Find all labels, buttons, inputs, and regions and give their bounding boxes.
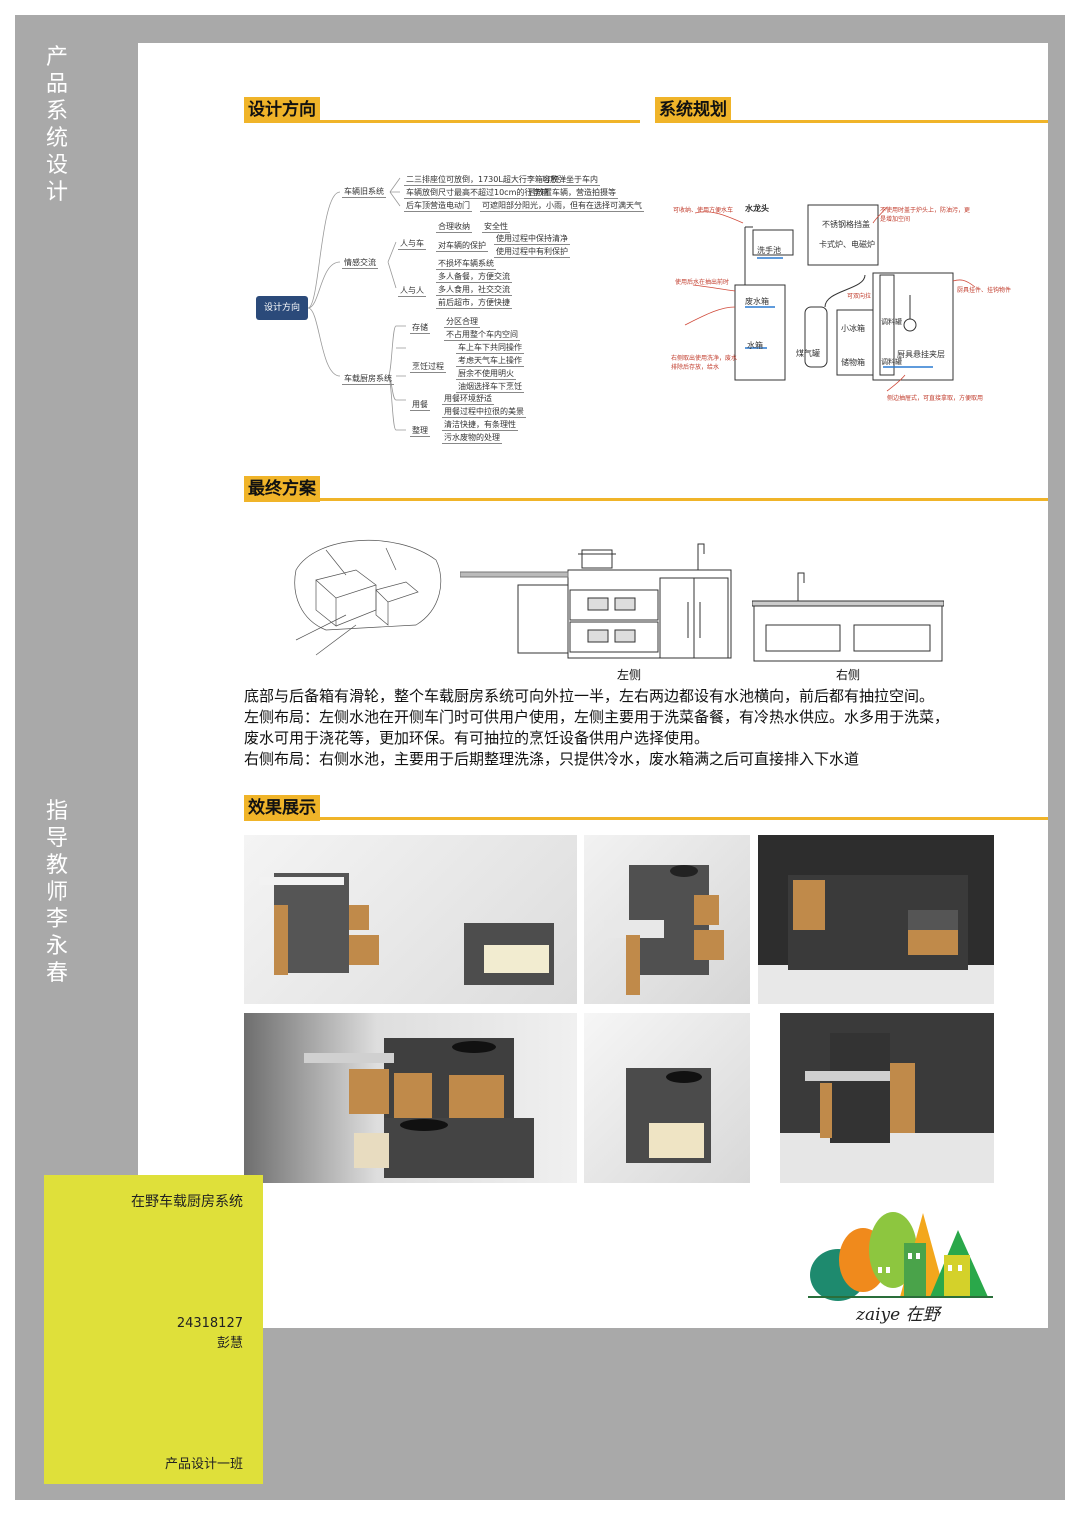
section-title-system-plan: 系统规划 [655, 97, 731, 123]
render-image [244, 835, 577, 1004]
mindmap-leaf: 车辆放倒尺寸最高不超过10cm的行李箱 [404, 188, 551, 199]
render-image [584, 1013, 750, 1183]
final-plan-description: 底部与后备箱有滑轮，整个车载厨房系统可向外拉一半，左右两边都设有水池横向，前后都… [244, 686, 1024, 770]
label-stove: 卡式炉、电磁炉 [819, 240, 875, 249]
vertical-teacher: 指导教师李永春 [45, 799, 68, 986]
system-plan-diagram: 水龙头 洗手池 废水箱 水箱 煤气罐 不锈钢格挡盖 卡式炉、电磁炉 小冰箱 储物… [665, 195, 1011, 415]
note: 不使用时盖于炉头上，防油污，更是增加空间 [880, 207, 971, 223]
mindmap-sub: 烹饪过程 [410, 362, 446, 373]
render-image [584, 835, 750, 1004]
mindmap-leaf: 可遮阳部分阳光，小雨，但有在选择可满天气 [480, 201, 644, 212]
label-faucet: 水龙头 [745, 204, 769, 213]
logo-text: zaiye 在野 [856, 1305, 940, 1325]
mindmap-leaf: 油烟选择车下烹饪 [456, 382, 524, 393]
mindmap-leaf: 合理收纳 [436, 222, 472, 233]
note: 右侧取出使用洗净，废水排除后存放，给水 [671, 355, 738, 371]
mindmap-leaf: 车上车下共同操作 [456, 343, 524, 354]
label-utensil-layer: 厨具悬挂夹层 [897, 350, 945, 359]
mindmap-leaf: 分区合理 [444, 317, 480, 328]
caption-left: 左侧 [617, 668, 642, 682]
paragraph-line: 废水可用于浇花等，更加环保。有可抽拉的烹饪设备供用户选择使用。 [244, 729, 710, 747]
note: 可收纳、使用方便水车 [673, 207, 734, 214]
mindmap-sub: 人与车 [398, 239, 426, 250]
paragraph-line: 右侧布局：右侧水池，主要用于后期整理洗涤，只提供冷水，废水箱满之后可直接排入下水… [244, 750, 860, 768]
section-title-design-direction: 设计方向 [244, 97, 320, 123]
mindmap-leaf: 前后超市，方便快捷 [436, 298, 512, 309]
mindmap-leaf: 不占用整个车内空间 [444, 330, 520, 341]
info-panel: 在野车载厨房系统 24318127 彭慧 产品设计一班 [44, 1175, 263, 1484]
label-storage: 储物箱 [841, 358, 865, 367]
mindmap-sub: 用餐 [410, 400, 430, 411]
drawing-right-side [752, 572, 944, 662]
label-seasoning: 调料罐 [881, 318, 902, 326]
section-title-final-plan: 最终方案 [244, 476, 320, 502]
mindmap-sub: 人与人 [398, 286, 426, 297]
mindmap-branch: 车载厨房系统 [342, 374, 394, 385]
section-underline [244, 817, 1048, 820]
sketch-car-kitchen [294, 539, 442, 656]
mindmap-sub: 整理 [410, 426, 430, 437]
caption-right: 右侧 [836, 668, 861, 682]
mindmap-branch: 车辆旧系统 [342, 187, 386, 198]
render-image [780, 1013, 994, 1183]
mindmap-root: 设计方向 [256, 296, 308, 320]
mindmap-leaf: 多人食用，社交交流 [436, 285, 512, 296]
mindmap-leaf: 后放置车辆，营造拍摄等 [526, 188, 618, 199]
mindmap-leaf: 使用过程中有利保护 [494, 247, 570, 258]
note: 侧边抽屉式，可直接拿取，方便取用 [887, 395, 984, 402]
mindmap-leaf: 考虑天气车上操作 [456, 356, 524, 367]
label-waste-tank: 废水箱 [745, 297, 769, 306]
section-title-effects: 效果展示 [244, 795, 320, 821]
zaiye-logo: zaiye 在野 [808, 1205, 993, 1330]
logo-mark [808, 1212, 993, 1301]
mindmap-leaf: 用餐环境舒适 [442, 394, 494, 405]
mindmap-leaf: 不损坏车辆系统 [436, 259, 496, 270]
mindmap-sub: 存储 [410, 323, 430, 334]
label-washbasin: 洗手池 [757, 246, 781, 255]
mindmap-branch: 情感交流 [342, 258, 378, 269]
mindmap-leaf: 多人备餐，方便交流 [436, 272, 512, 283]
mindmap-leaf: 使用过程中保持清净 [494, 234, 570, 245]
paragraph-line: 左侧布局：左侧水池在开侧车门时可供用户使用，左侧主要用于洗菜备餐，有冷热水供应。… [244, 708, 950, 726]
student-id: 24318127 [176, 1316, 243, 1331]
section-underline [244, 498, 1048, 501]
render-image [758, 835, 994, 1004]
label-gas-tank: 煤气罐 [796, 349, 820, 358]
note: 可双向拉 [847, 293, 872, 300]
student-name: 彭慧 [216, 1336, 243, 1351]
mindmap-leaf: 对车辆的保护 [436, 241, 488, 252]
mindmap-leaf: 可放弹坐于车内 [540, 175, 600, 186]
mindmap-connectors [307, 177, 406, 431]
section-underline [244, 120, 640, 123]
label-seasoning: 调料罐 [881, 358, 902, 366]
mindmap-leaf: 后车顶营造电动门 [404, 201, 472, 212]
section-underline [655, 120, 1048, 123]
mindmap-leaf: 安全性 [482, 222, 510, 233]
note: 厨具挂件、挂钩物件 [957, 287, 1012, 294]
paragraph-line: 底部与后备箱有滑轮，整个车载厨房系统可向外拉一半，左右两边都设有水池横向，前后都… [244, 687, 935, 705]
project-title: 在野车载厨房系统 [131, 1194, 243, 1210]
label-steel-cover: 不锈钢格挡盖 [822, 220, 870, 229]
system-plan-drawing [684, 204, 976, 392]
class-name: 产品设计一班 [164, 1457, 243, 1472]
note: 使用后水在抽出前时 [675, 279, 730, 286]
mindmap-leaf: 厨余不使用明火 [456, 369, 516, 380]
mindmap-leaf: 二三排座位可放倒，1730L超大行李箱容积 [404, 175, 561, 186]
mindmap-leaf: 用餐过程中拉很的美景 [442, 407, 526, 418]
label-fridge: 小冰箱 [841, 324, 865, 333]
label-water-tank: 水箱 [747, 341, 763, 350]
vertical-title: 产品系统设计 [45, 45, 68, 205]
render-image [244, 1013, 577, 1183]
mindmap-leaf: 污水废物的处理 [442, 433, 502, 444]
drawing-left-side [460, 543, 732, 659]
mindmap-leaf: 清洁快捷，有条理性 [442, 420, 518, 431]
